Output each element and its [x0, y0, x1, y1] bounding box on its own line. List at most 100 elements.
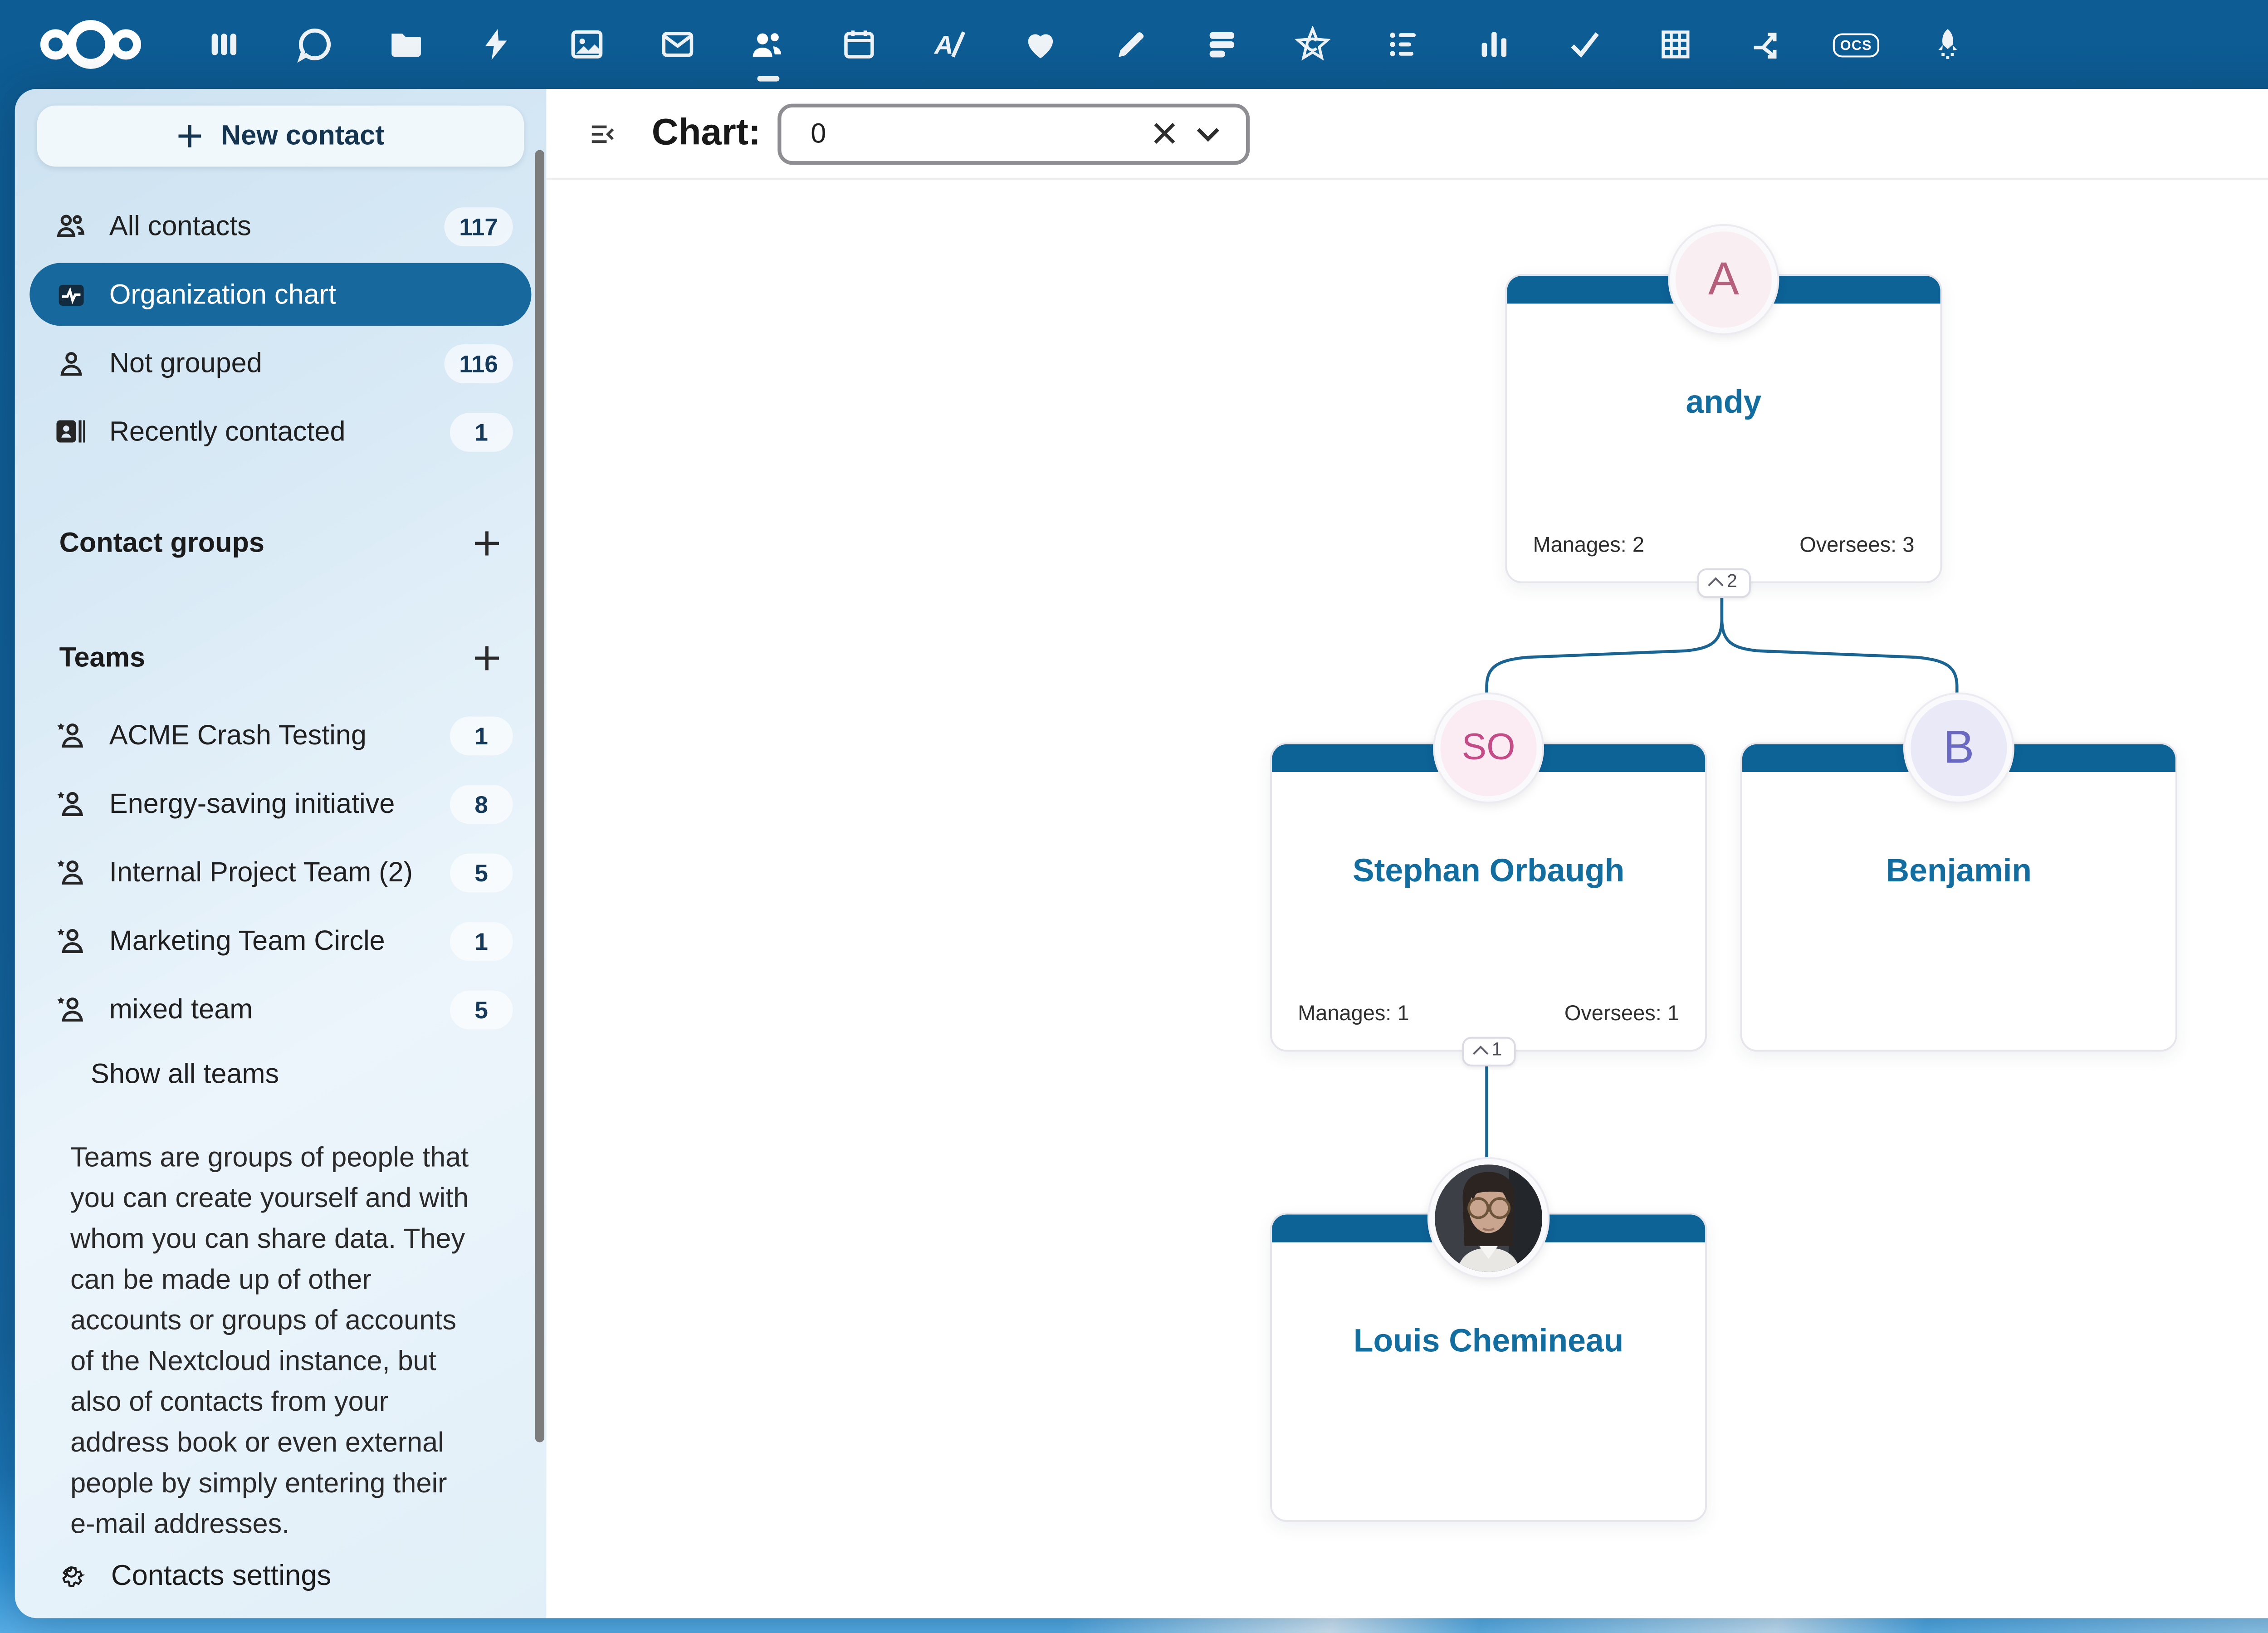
ocs-label: OCS — [1833, 32, 1880, 57]
sidebar-item-label: Not grouped — [109, 347, 262, 379]
tasks-icon[interactable] — [1357, 0, 1448, 89]
avatar-photo — [1429, 1159, 1548, 1278]
chart-select-value: 0 — [811, 117, 826, 149]
flow-icon[interactable] — [1720, 0, 1811, 89]
teams-description: Teams are groups of people that you can … — [70, 1142, 469, 1540]
sidebar-nav: All contacts 117 Organization chart Not … — [29, 195, 532, 463]
team-item[interactable]: Internal Project Team (2) 5 — [29, 841, 531, 904]
app-window: New contact All contacts 117 Organizatio… — [15, 88, 2268, 1618]
teams-title: Teams — [59, 641, 146, 673]
sidebar-item-not-grouped[interactable]: Not grouped 116 — [29, 332, 531, 395]
analytics-icon[interactable] — [1448, 0, 1539, 89]
teams-heading: Teams — [29, 626, 531, 689]
oversees-value: 3 — [1902, 535, 1915, 557]
team-item[interactable]: Marketing Team Circle 1 — [29, 909, 531, 972]
sidebar-scrollbar-thumb[interactable] — [535, 150, 544, 1442]
show-all-teams-link[interactable]: Show all teams — [90, 1059, 279, 1091]
org-node-benjamin[interactable]: B Benjamin — [1740, 694, 2177, 1052]
count-badge: 5 — [450, 989, 513, 1029]
new-contact-label: New contact — [220, 120, 385, 152]
clear-selection-icon[interactable] — [1142, 111, 1187, 156]
team-label: Marketing Team Circle — [109, 924, 385, 957]
sidebar-item-label: All contacts — [109, 210, 251, 242]
contacts-settings-button[interactable]: Contacts settings — [15, 1537, 546, 1618]
people-icon — [52, 209, 89, 242]
sidebar-item-label: Recently contacted — [109, 416, 346, 447]
sidebar-item-all-contacts[interactable]: All contacts 117 — [29, 195, 531, 258]
photos-icon[interactable] — [541, 0, 631, 89]
notes-icon[interactable] — [1085, 0, 1176, 89]
rocket-icon[interactable] — [1901, 0, 1992, 89]
heart-icon[interactable] — [994, 0, 1085, 89]
org-node-stephan-orbaugh[interactable]: SO Stephan Orbaugh Manages: 1 Oversees: … — [1270, 694, 1707, 1067]
contact-groups-title: Contact groups — [59, 527, 265, 558]
contacts-settings-label: Contacts settings — [111, 1560, 332, 1593]
org-chart-header: Chart: 0 — [546, 89, 2268, 180]
contacts-icon[interactable] — [722, 0, 813, 89]
office-icon[interactable]: A — [904, 0, 994, 89]
count-badge: 1 — [450, 412, 513, 451]
nextcloud-logo[interactable] — [37, 13, 145, 76]
team-label: ACME Crash Testing — [109, 719, 367, 751]
count-badge: 117 — [444, 206, 513, 245]
avatar-initials: A — [1670, 225, 1778, 333]
org-node-andy[interactable]: A andy Manages: 2 Oversees: 3 2 — [1505, 225, 1942, 598]
contacts-sidebar: New contact All contacts 117 Organizatio… — [15, 88, 547, 1618]
add-team-button[interactable] — [461, 631, 513, 683]
ocs-icon[interactable]: OCS — [1811, 0, 1901, 89]
team-item[interactable]: mixed team 5 — [29, 978, 531, 1041]
check-icon[interactable] — [1539, 0, 1629, 89]
count-badge: 116 — [444, 343, 513, 382]
team-icon — [52, 787, 89, 820]
gear-icon — [55, 1557, 87, 1598]
oversees-label: Oversees: — [1799, 535, 1897, 557]
manages-value: 1 — [1397, 1003, 1409, 1026]
node-name: Benjamin — [1886, 851, 2032, 889]
chevron-up-icon — [1708, 577, 1724, 593]
new-contact-button[interactable]: New contact — [37, 105, 524, 167]
collapse-children-chip[interactable]: 1 — [1462, 1037, 1515, 1067]
chart-label: Chart: — [651, 112, 761, 153]
deck-icon[interactable] — [1176, 0, 1266, 89]
sidebar-item-organization-chart[interactable]: Organization chart — [29, 263, 532, 326]
manages-label: Manages: — [1533, 535, 1627, 557]
count-badge: 1 — [450, 715, 513, 755]
mail-icon[interactable] — [631, 0, 722, 89]
sidebar-item-recently-contacted[interactable]: Recently contacted 1 — [29, 400, 531, 463]
person-icon — [52, 347, 89, 378]
app-menu: A OCS — [178, 0, 1992, 89]
team-item[interactable]: Energy-saving initiative 8 — [29, 772, 531, 835]
calendar-icon[interactable] — [813, 0, 904, 89]
oversees-value: 1 — [1667, 1003, 1680, 1026]
manages-label: Manages: — [1298, 1003, 1392, 1026]
toggle-sidebar-icon[interactable] — [576, 108, 627, 159]
tables-icon[interactable] — [1629, 0, 1720, 89]
top-header-bar: A OCS — [0, 0, 2268, 89]
team-label: Energy-saving initiative — [109, 787, 395, 820]
node-name: Louis Chemineau — [1353, 1322, 1624, 1359]
activity-icon[interactable] — [450, 0, 541, 89]
avatar-initials: B — [1905, 694, 2013, 802]
contact-groups-heading: Contact groups — [29, 511, 531, 574]
team-item[interactable]: ACME Crash Testing 1 — [29, 704, 531, 767]
chevron-down-icon[interactable] — [1187, 111, 1231, 156]
team-icon — [52, 856, 89, 889]
team-icon — [52, 924, 89, 957]
plus-icon — [179, 125, 202, 147]
collapse-children-chip[interactable]: 2 — [1697, 568, 1750, 598]
collectives-icon[interactable] — [1266, 0, 1357, 89]
org-chart-main: Chart: 0 A andy — [546, 88, 2268, 1618]
org-node-louis-chemineau[interactable]: Louis Chemineau — [1270, 1159, 1707, 1522]
talk-icon[interactable] — [269, 0, 359, 89]
sidebar-item-label: Organization chart — [109, 279, 337, 310]
node-name: andy — [1686, 383, 1762, 420]
chart-select[interactable]: 0 — [777, 103, 1250, 164]
plus-icon — [474, 645, 499, 670]
node-stats: Manages: 2 Oversees: 3 — [1533, 535, 1915, 557]
add-contact-group-button[interactable] — [461, 517, 513, 568]
svg-text:A: A — [933, 30, 953, 59]
files-icon[interactable] — [359, 0, 450, 89]
manages-value: 2 — [1632, 535, 1644, 557]
dashboard-icon[interactable] — [178, 0, 269, 89]
